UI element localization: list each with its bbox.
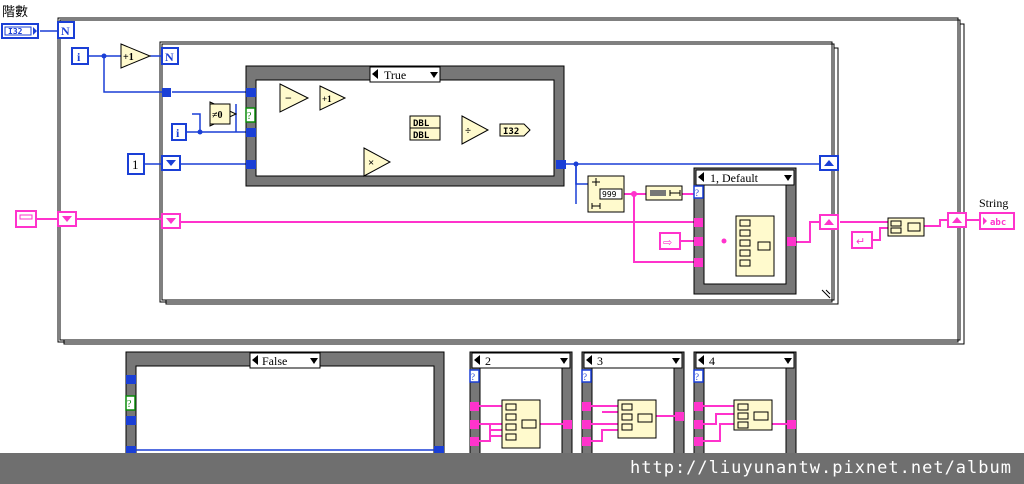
svg-text:i: i bbox=[176, 126, 180, 140]
tunnel bbox=[246, 160, 256, 169]
svg-text:≠0: ≠0 bbox=[212, 110, 223, 121]
tunnel bbox=[246, 128, 256, 137]
tab-constant[interactable]: ⇨ bbox=[659, 232, 681, 250]
tunnel bbox=[126, 375, 136, 384]
svg-text:?: ? bbox=[695, 188, 699, 198]
wire-junction bbox=[197, 129, 203, 135]
steps-label: 階數 bbox=[2, 4, 28, 19]
divide-node[interactable]: ÷ bbox=[461, 115, 490, 145]
concatenate-node-final[interactable] bbox=[887, 217, 925, 237]
steps-control[interactable]: 階數 I32 bbox=[1, 4, 39, 39]
svg-text:1: 1 bbox=[132, 157, 139, 172]
shift-register-int-right[interactable] bbox=[819, 155, 839, 171]
steps-type: I32 bbox=[8, 27, 23, 36]
svg-text:÷: ÷ bbox=[465, 125, 471, 137]
case-selector-2: 2 bbox=[485, 354, 491, 368]
not-equal-zero-node[interactable]: ≠0 bbox=[209, 101, 238, 127]
shift-register-string-left[interactable] bbox=[161, 213, 181, 229]
empty-string-constant[interactable] bbox=[15, 210, 37, 228]
svg-text:?: ? bbox=[247, 111, 252, 122]
increment-node[interactable]: +1 bbox=[120, 43, 152, 69]
to-double-node-b[interactable]: DBL bbox=[409, 127, 441, 141]
tunnel bbox=[126, 416, 136, 425]
watermark: http://liuyunantw.pixnet.net/album bbox=[0, 453, 1024, 484]
to-double-node-a[interactable]: DBL bbox=[409, 115, 441, 129]
case-structure-4[interactable]: 4 ? bbox=[693, 351, 797, 473]
pad-string-node[interactable] bbox=[645, 185, 683, 201]
shift-register-int-left[interactable] bbox=[161, 155, 181, 171]
case-selector-default: 1, Default bbox=[710, 171, 759, 185]
wire-junction bbox=[101, 53, 107, 59]
case-false-selector-terminal[interactable]: ? bbox=[125, 395, 136, 411]
case-selector-4: 4 bbox=[709, 354, 715, 368]
shift-register-outer-right[interactable] bbox=[947, 212, 967, 228]
multiply-node[interactable]: × bbox=[363, 147, 392, 177]
case-default-selector-terminal[interactable]: ? bbox=[693, 185, 704, 199]
case-increment-node[interactable]: +1 bbox=[319, 85, 347, 111]
case-selector-true: True bbox=[384, 68, 406, 82]
tunnel bbox=[787, 237, 796, 246]
constant-one[interactable]: 1 bbox=[127, 153, 145, 175]
svg-text:×: × bbox=[368, 157, 374, 169]
svg-text:?: ? bbox=[583, 372, 587, 382]
svg-text:?: ? bbox=[471, 372, 475, 382]
tunnel bbox=[162, 88, 171, 97]
tunnel bbox=[126, 446, 136, 455]
tunnel bbox=[694, 237, 703, 246]
wire-junction bbox=[631, 191, 637, 197]
string-indicator-label: String bbox=[979, 196, 1008, 210]
tunnel bbox=[434, 446, 444, 455]
concatenate-node-default[interactable] bbox=[735, 215, 775, 277]
svg-text:999: 999 bbox=[602, 190, 617, 199]
case-structure-3[interactable]: 3 ? bbox=[581, 351, 685, 473]
svg-text:DBL: DBL bbox=[413, 131, 430, 141]
svg-text:⇨: ⇨ bbox=[663, 237, 672, 249]
wire-junction bbox=[573, 161, 579, 167]
tunnel bbox=[694, 258, 703, 267]
case-structure-false[interactable]: False bbox=[125, 351, 445, 473]
inner-index-terminal[interactable]: i bbox=[171, 123, 187, 141]
svg-text:N: N bbox=[165, 50, 174, 64]
number-to-string-node[interactable]: 999 bbox=[587, 175, 625, 213]
case-selector-terminal[interactable]: ? bbox=[245, 107, 256, 123]
case-selector-3: 3 bbox=[597, 354, 603, 368]
wire-junction bbox=[721, 238, 727, 244]
case-selector-false: False bbox=[262, 354, 287, 368]
string-indicator[interactable]: String abc bbox=[979, 196, 1015, 230]
svg-text:+1: +1 bbox=[322, 94, 332, 104]
outer-index-terminal[interactable]: i bbox=[71, 47, 89, 65]
outer-count-terminal[interactable]: N bbox=[57, 21, 75, 39]
svg-text:+1: +1 bbox=[123, 52, 134, 63]
svg-text:?: ? bbox=[695, 372, 699, 382]
tunnel bbox=[246, 88, 256, 97]
svg-text:?: ? bbox=[127, 399, 132, 410]
shift-register-outer-left[interactable] bbox=[57, 211, 77, 227]
inner-count-terminal[interactable]: N bbox=[161, 47, 179, 65]
svg-text:abc: abc bbox=[990, 218, 1006, 228]
svg-text:i: i bbox=[77, 50, 81, 64]
tunnel bbox=[556, 160, 566, 169]
svg-text:N: N bbox=[61, 24, 70, 38]
svg-text:−: − bbox=[285, 91, 292, 105]
subtract-node[interactable]: − bbox=[279, 83, 310, 113]
to-int-node[interactable]: I32 bbox=[499, 123, 531, 137]
svg-text:DBL: DBL bbox=[413, 119, 430, 129]
shift-register-string-right[interactable] bbox=[819, 214, 839, 230]
end-of-line-constant[interactable]: ↵ bbox=[851, 231, 873, 249]
svg-text:↵: ↵ bbox=[856, 236, 865, 248]
svg-text:I32: I32 bbox=[503, 127, 519, 137]
tunnel bbox=[694, 218, 703, 227]
